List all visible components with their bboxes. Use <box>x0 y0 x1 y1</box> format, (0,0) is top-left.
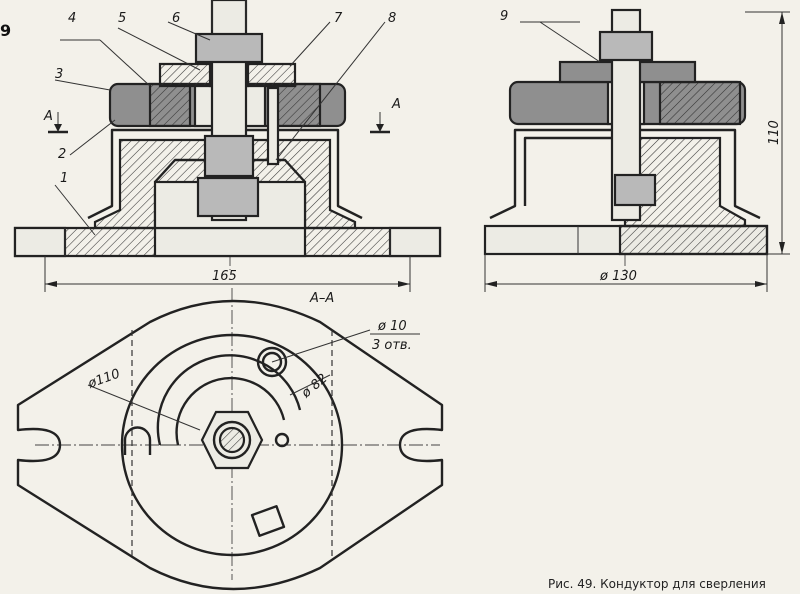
callout-7: 7 <box>334 11 343 26</box>
bottom-nut <box>196 176 260 218</box>
side-view: 9 ø 130 110 <box>483 8 790 292</box>
section-title: A–A <box>309 291 334 306</box>
dim-height: 110 <box>767 120 782 145</box>
plan-outer-circle <box>120 333 344 557</box>
callout-3: 3 <box>55 67 63 82</box>
figure-caption: Рис. 49. Кондуктор для сверления <box>548 577 766 591</box>
side-base-hatched <box>618 224 769 256</box>
base-plate-center <box>153 226 307 258</box>
plan-hole-right <box>274 432 290 448</box>
index-pin <box>266 86 280 166</box>
plan-slot-left <box>123 426 152 455</box>
plan-hole-top <box>256 346 288 378</box>
callout-2: 2 <box>58 147 66 162</box>
side-top-nut <box>598 30 654 62</box>
dim-width-base: 165 <box>212 269 237 284</box>
dim-outer-circle: ø110 <box>85 366 122 392</box>
section-marker-left: A <box>43 109 53 124</box>
dim-diameter-side: ø 130 <box>599 269 637 284</box>
callout-4: 4 <box>68 11 76 26</box>
plan-inner-arc <box>156 354 302 446</box>
front-section-view: A A 4 5 6 7 8 3 2 1 165 <box>13 0 442 292</box>
dim-hole-count: 3 отв. <box>372 338 412 353</box>
dim-hole-diameter: ø 10 <box>377 319 407 334</box>
callout-1: 1 <box>60 171 68 186</box>
plan-handle-block <box>250 505 286 537</box>
dim-inner-circle: ø 82 <box>298 371 330 402</box>
section-marker-right: A <box>391 97 401 112</box>
callout-8: 8 <box>388 11 396 26</box>
callout-5: 5 <box>118 11 126 26</box>
callout-6: 6 <box>172 11 180 26</box>
plan-view: A–A ø110 ø 82 ø 10 3 отв. <box>16 288 444 591</box>
callout-9: 9 <box>500 9 508 24</box>
figure-number: 9 <box>0 21 11 40</box>
plan-base-outline <box>16 299 444 591</box>
